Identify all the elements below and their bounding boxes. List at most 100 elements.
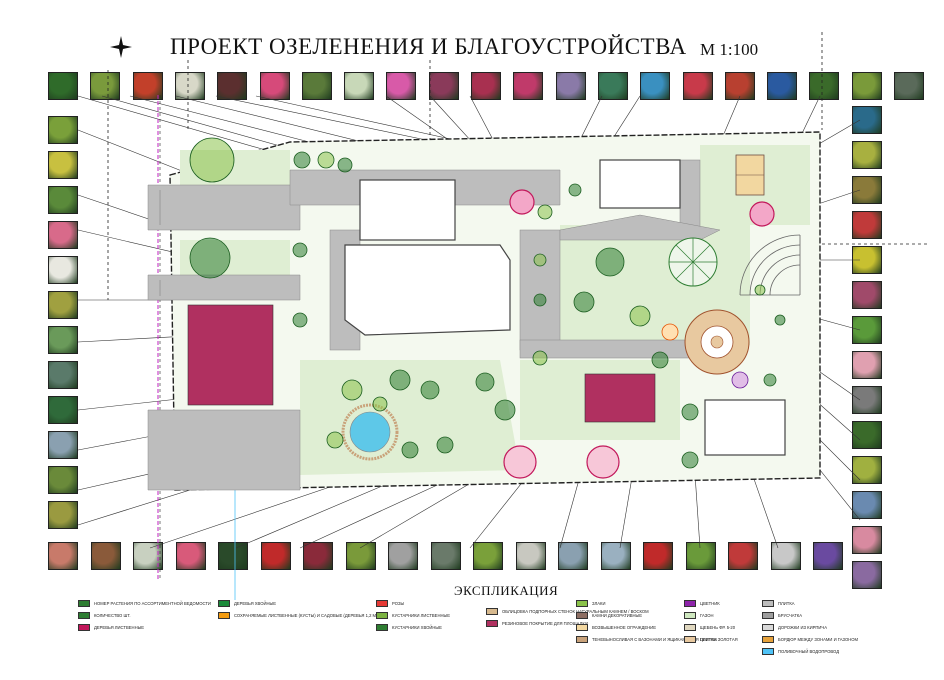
tree-canopy (532, 350, 548, 366)
legend-label: ВОЗВЫШЕННОЕ ОГРАЖДЕНИЕ (592, 625, 656, 630)
legend-swatch (762, 600, 774, 607)
plan-title: ПРОЕКТ ОЗЕЛЕНЕНИЯ И БЛАГОУСТРОЙСТВА (170, 34, 687, 59)
legend-swatch (78, 600, 90, 607)
tree-canopy (573, 291, 595, 313)
plant-photo-left-5 (48, 256, 78, 284)
plant-photo-left-7 (48, 326, 78, 354)
legend-label: ЦВЕТНИК (700, 601, 720, 606)
plant-photo-bottom-8 (345, 542, 376, 570)
legend-swatch (486, 608, 498, 615)
plant-photo-right-9 (852, 386, 882, 414)
legend-label: КАМНИ ДЕКОРАТИВНЫЕ (592, 613, 643, 618)
legend-swatch (78, 624, 90, 631)
legend-label: БРУСЧАТКА (778, 613, 803, 618)
plant-photo-top-10 (428, 72, 459, 100)
legend-label: БОРДЮР МЕЖДУ ЗОНАМИ И ГАЗОНОМ (778, 637, 858, 642)
plant-photo-bottom-1 (48, 542, 78, 570)
plan-scale: М 1:100 (700, 40, 759, 59)
legend-swatch (576, 612, 588, 619)
plant-photo-right-2 (852, 141, 882, 169)
plant-photo-top-18 (767, 72, 798, 100)
legend-label: ПЛИТКА (778, 601, 795, 606)
plant-photo-bottom-9 (388, 542, 418, 570)
plant-photo-bottom-5 (218, 542, 248, 570)
legend-label: ГАЗОН (700, 613, 714, 618)
tree-canopy (568, 183, 582, 197)
tree-canopy (533, 253, 547, 267)
compass-icon (110, 36, 132, 58)
plant-photo-bottom-19 (813, 542, 843, 570)
plant-photo-bottom-2 (90, 542, 121, 570)
plant-photo-right-8 (852, 351, 882, 379)
legend-swatch (684, 600, 696, 607)
plant-photo-right-10 (852, 421, 882, 449)
legend-title: ЭКСПЛИКАЦИЯ (454, 583, 559, 598)
plant-photo-left-3 (48, 186, 78, 214)
legend-label: ДЕРЕВЬЯ ЛИСТВЕННЫЕ (94, 625, 145, 630)
tree-canopy (774, 314, 786, 326)
legend-swatch (762, 612, 774, 619)
legend-label: ПОЛИВОЧНЫЙ ВОДОПРОВОД (778, 649, 840, 654)
plant-photo-left-1 (48, 116, 78, 144)
legend-label: ОБЛИЦОВКА ПОДПОРНЫХ СТЕНОК НАТУРАЛЬНЫМ К… (502, 609, 649, 614)
plant-photo-bottom-4 (175, 542, 206, 570)
tree-canopy (389, 369, 411, 391)
playground-right (584, 373, 656, 423)
tree-canopy (372, 396, 388, 412)
legend-swatch (762, 648, 774, 655)
plant-photo-top-20 (851, 72, 882, 100)
legend-label: ПЛИТКА ЗОЛОТАЯ (700, 637, 738, 642)
tree-canopy (293, 151, 311, 169)
plant-photo-right-11 (852, 456, 882, 484)
tree-canopy (494, 399, 516, 421)
legend-label: РОЗЫ (392, 601, 405, 606)
legend-swatch (376, 600, 388, 607)
legend-swatch (684, 636, 696, 643)
plant-photo-top-6 (259, 72, 290, 100)
legend-swatch (762, 636, 774, 643)
plant-photo-bottom-7 (303, 542, 333, 570)
tree-canopy (401, 441, 419, 459)
playground-left (187, 304, 274, 406)
plant-photo-top-21 (894, 72, 924, 100)
tree-canopy (681, 451, 699, 469)
tree-canopies (189, 137, 786, 469)
tree-canopy (475, 372, 495, 392)
legend-swatch (376, 624, 388, 631)
plant-photo-right-1 (852, 106, 882, 134)
legend-swatch (576, 636, 588, 643)
plant-photo-top-1 (48, 72, 78, 100)
plant-photo-top-2 (90, 72, 121, 100)
legend-label: ДЕРЕВЬЯ ХВОЙНЫЕ (234, 601, 276, 606)
plant-photo-bottom-11 (473, 542, 503, 570)
plant-photo-top-8 (344, 72, 375, 100)
plant-photo-left-8 (48, 361, 78, 389)
plant-photo-right-14 (852, 561, 882, 589)
plant-photo-bottom-16 (685, 542, 716, 570)
buildings (344, 159, 786, 456)
plant-photo-top-12 (513, 72, 544, 100)
tree-canopy (317, 151, 335, 169)
plant-photo-top-7 (301, 72, 332, 100)
flower-beds (503, 189, 775, 479)
legend-label: ДОРОЖКИ ИЗ КИРПИЧА (778, 625, 827, 630)
tree-canopy (754, 284, 766, 296)
legend-swatch (376, 612, 388, 619)
plant-photo-bottom-6 (260, 542, 291, 570)
plant-photo-bottom-10 (430, 542, 461, 570)
tree-canopy (341, 379, 363, 401)
plant-photo-left-4 (48, 221, 78, 249)
legend-swatch (486, 620, 498, 627)
plant-photo-bottom-12 (515, 542, 546, 570)
tree-canopy (629, 305, 651, 327)
legend-label: КУСТАРНИКИ ЛИСТВЕННЫЕ (392, 613, 451, 618)
legend-label: ЩЕБЕНЬ ФР. 5-20 (700, 625, 736, 630)
legend-swatch (576, 624, 588, 631)
tree-canopy (292, 242, 308, 258)
plant-photo-left-9 (48, 396, 78, 424)
legend-swatch (684, 624, 696, 631)
tree-canopy (681, 403, 699, 421)
legend-label: КУСТАРНИКИ ХВОЙНЫЕ (392, 625, 442, 630)
pool (349, 411, 391, 453)
